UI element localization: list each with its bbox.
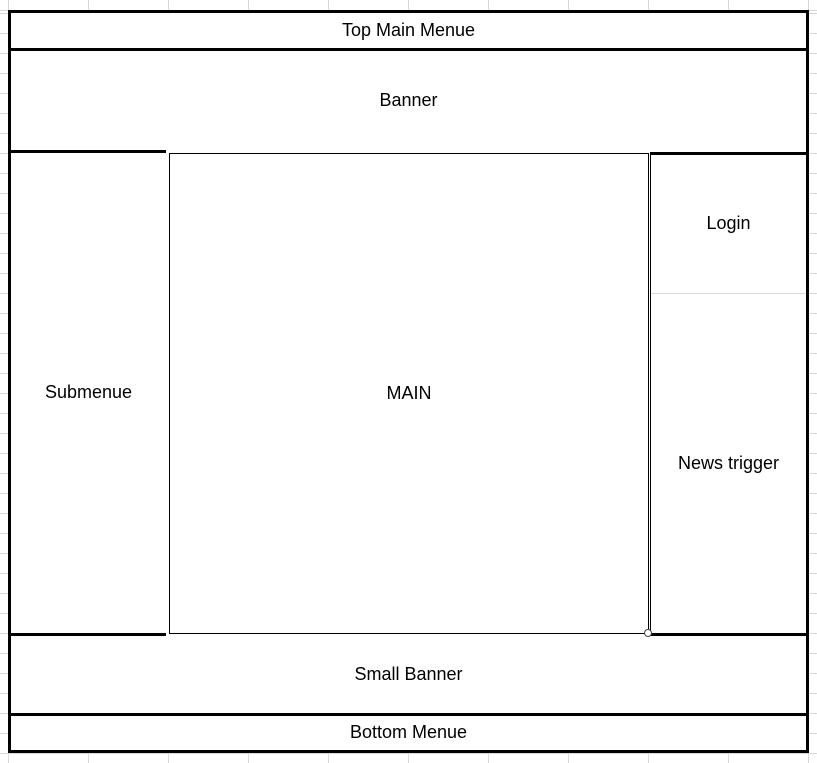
bottom-menu-region: Bottom Menue — [11, 716, 806, 750]
login-region: Login — [651, 155, 806, 294]
submenu-region: Submenue — [8, 150, 166, 636]
news-trigger-region: News trigger — [651, 294, 806, 633]
main-label: MAIN — [386, 382, 432, 403]
top-main-menu-label: Top Main Menue — [341, 19, 476, 40]
layout-canvas — [8, 10, 809, 753]
bottom-menu-label: Bottom Menue — [349, 722, 468, 743]
small-banner-label: Small Banner — [354, 663, 463, 684]
banner-label: Banner — [379, 90, 438, 111]
main-region: MAIN — [169, 153, 649, 634]
right-column-region: Login News trigger — [650, 152, 809, 636]
top-main-menu-region: Top Main Menue — [8, 10, 809, 51]
login-label: Login — [706, 213, 751, 234]
shape-resize-handle[interactable] — [644, 629, 652, 637]
news-trigger-label: News trigger — [677, 452, 780, 473]
banner-region: Banner — [11, 51, 806, 151]
small-banner-region: Small Banner — [11, 636, 806, 716]
submenu-label: Submenue — [44, 382, 133, 403]
